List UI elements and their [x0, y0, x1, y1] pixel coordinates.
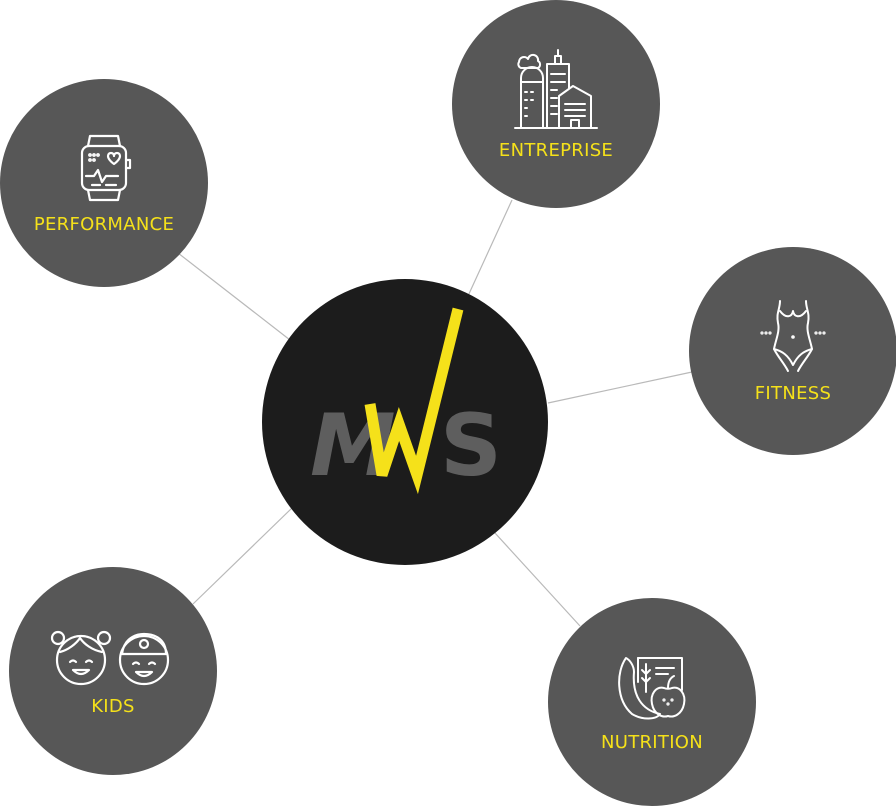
connector-kids: [192, 507, 293, 605]
node-label: FITNESS: [754, 382, 832, 404]
node-label: NUTRITION: [600, 731, 704, 753]
children-faces-icon: [50, 630, 170, 685]
smartwatch-heart-icon: [80, 134, 132, 201]
mws-hub: M S: [262, 279, 548, 565]
body-silhouette-icon: [760, 299, 826, 372]
logo-letter-s: S: [440, 396, 502, 496]
node-fitness[interactable]: FITNESS: [689, 247, 896, 455]
node-nutrition[interactable]: NUTRITION: [548, 598, 756, 806]
node-performance[interactable]: PERFORMANCE: [0, 79, 208, 287]
mws-logo: M S: [310, 307, 502, 496]
connector-performance: [177, 252, 291, 341]
node-label: PERFORMANCE: [33, 213, 175, 235]
node-entreprise[interactable]: ENTREPRISE: [452, 0, 660, 208]
node-label: ENTREPRISE: [498, 139, 614, 161]
fruits-vegetables-icon: [618, 656, 686, 719]
node-label: KIDS: [91, 695, 135, 717]
node-kids[interactable]: KIDS: [9, 567, 217, 775]
logo-letter-w-checkmark: [364, 307, 464, 495]
connector-nutrition: [494, 532, 581, 627]
city-buildings-icon: [514, 48, 598, 129]
connector-fitness: [547, 371, 693, 404]
logo-letter-m: M: [310, 396, 396, 496]
connector-entreprise: [467, 199, 513, 297]
